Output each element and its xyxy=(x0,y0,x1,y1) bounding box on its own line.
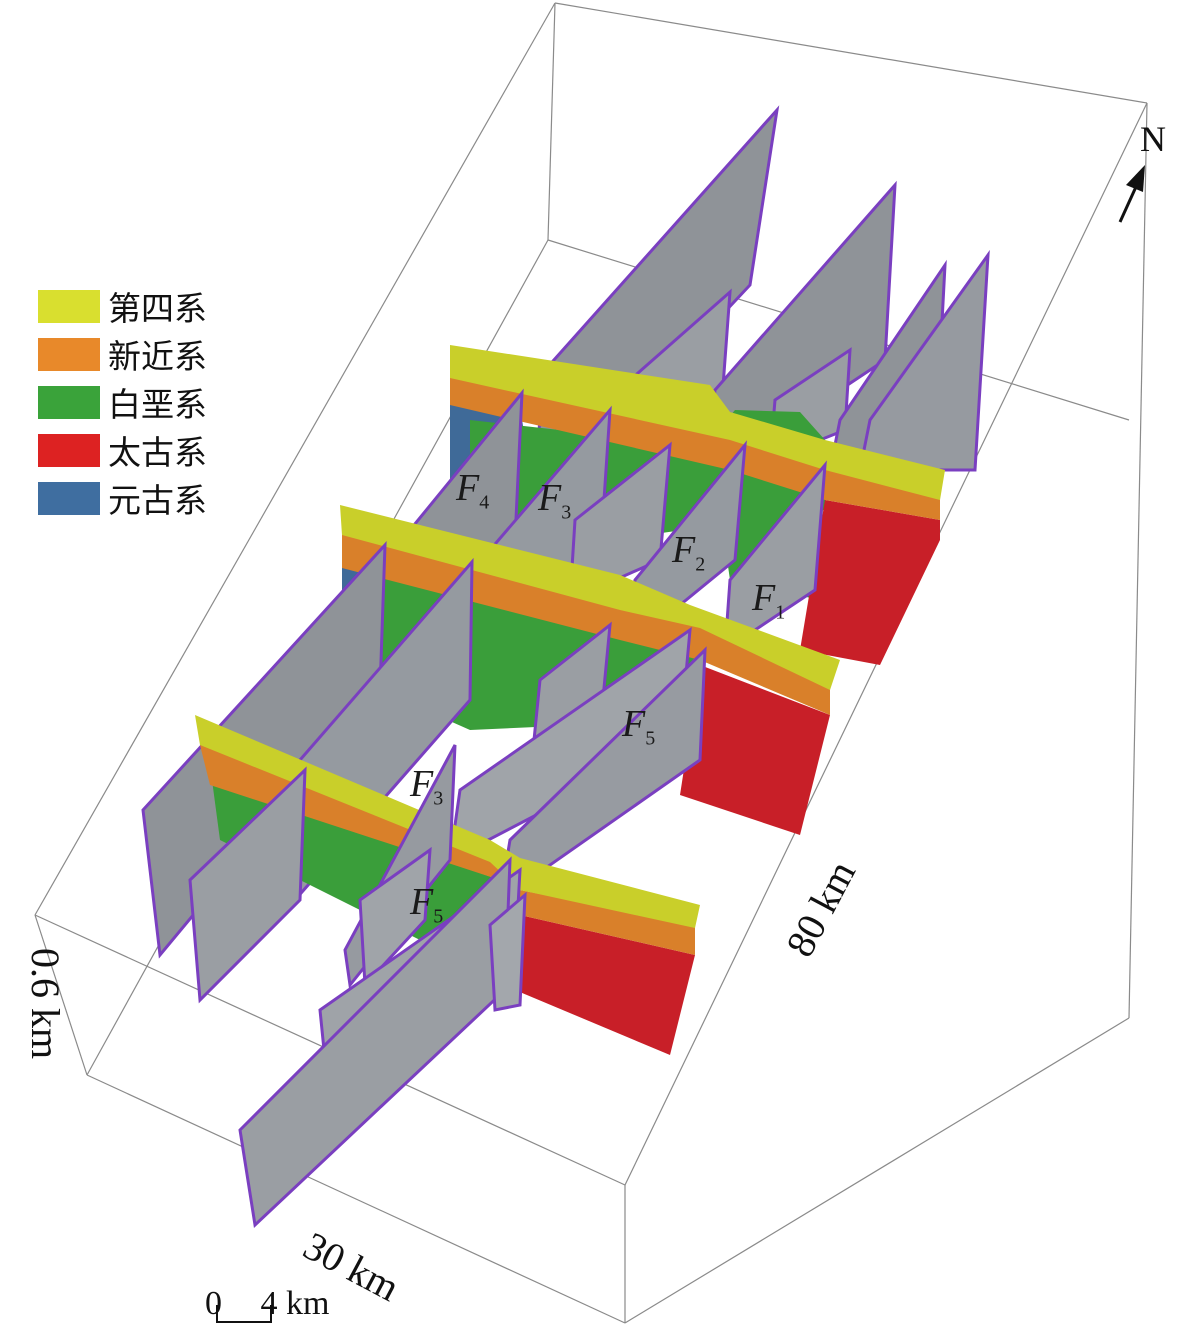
north-arrow-icon xyxy=(1118,165,1145,223)
depth-label: 0.6 km xyxy=(23,947,69,1060)
layer-archean xyxy=(515,915,695,1055)
legend-swatch xyxy=(38,385,100,419)
legend-label: 白垩系 xyxy=(108,385,207,424)
legend-label: 新近系 xyxy=(108,337,207,376)
legend-swatch xyxy=(38,337,100,371)
fault-label-f3-top: F3 xyxy=(538,477,572,524)
legend-label: 元古系 xyxy=(108,481,207,520)
legend-swatch xyxy=(38,433,100,467)
layer-quaternary xyxy=(195,715,700,928)
legend: 第四系 新近系 白垩系 太古系 元古系 xyxy=(38,282,207,522)
north-label: N xyxy=(1140,119,1166,159)
fault-plane xyxy=(358,846,432,989)
legend-label: 太古系 xyxy=(108,433,207,472)
layer-archean xyxy=(800,500,940,665)
legend-swatch xyxy=(38,289,100,323)
scale-bar-start: 0 xyxy=(205,1285,222,1322)
layer-archean xyxy=(680,665,830,835)
legend-label: 第四系 xyxy=(108,289,207,328)
legend-item: 元古系 xyxy=(38,474,207,522)
fault-planes-front xyxy=(188,744,527,1229)
scale-bar-line xyxy=(216,1305,272,1323)
layer-quaternary xyxy=(450,345,945,500)
fault-label-f3-low: F3 xyxy=(410,763,444,810)
layer-quaternary xyxy=(340,505,840,690)
fault-label-f1: F1 xyxy=(752,577,786,624)
legend-item: 白垩系 xyxy=(38,378,207,426)
legend-item: 第四系 xyxy=(38,282,207,330)
scale-bar-end: 4 km xyxy=(260,1285,330,1322)
legend-swatch xyxy=(38,481,100,515)
fault-label-f2: F2 xyxy=(672,529,706,576)
fault-label-f5-mid: F5 xyxy=(622,703,656,750)
fault-plane xyxy=(188,766,307,1004)
fault-plane xyxy=(488,891,527,1012)
fault-label-f4: F4 xyxy=(456,467,490,514)
legend-item: 新近系 xyxy=(38,330,207,378)
scale-bar: 0 4 km xyxy=(205,1285,329,1323)
fault-label-f5-low: F5 xyxy=(410,881,444,928)
legend-item: 太古系 xyxy=(38,426,207,474)
